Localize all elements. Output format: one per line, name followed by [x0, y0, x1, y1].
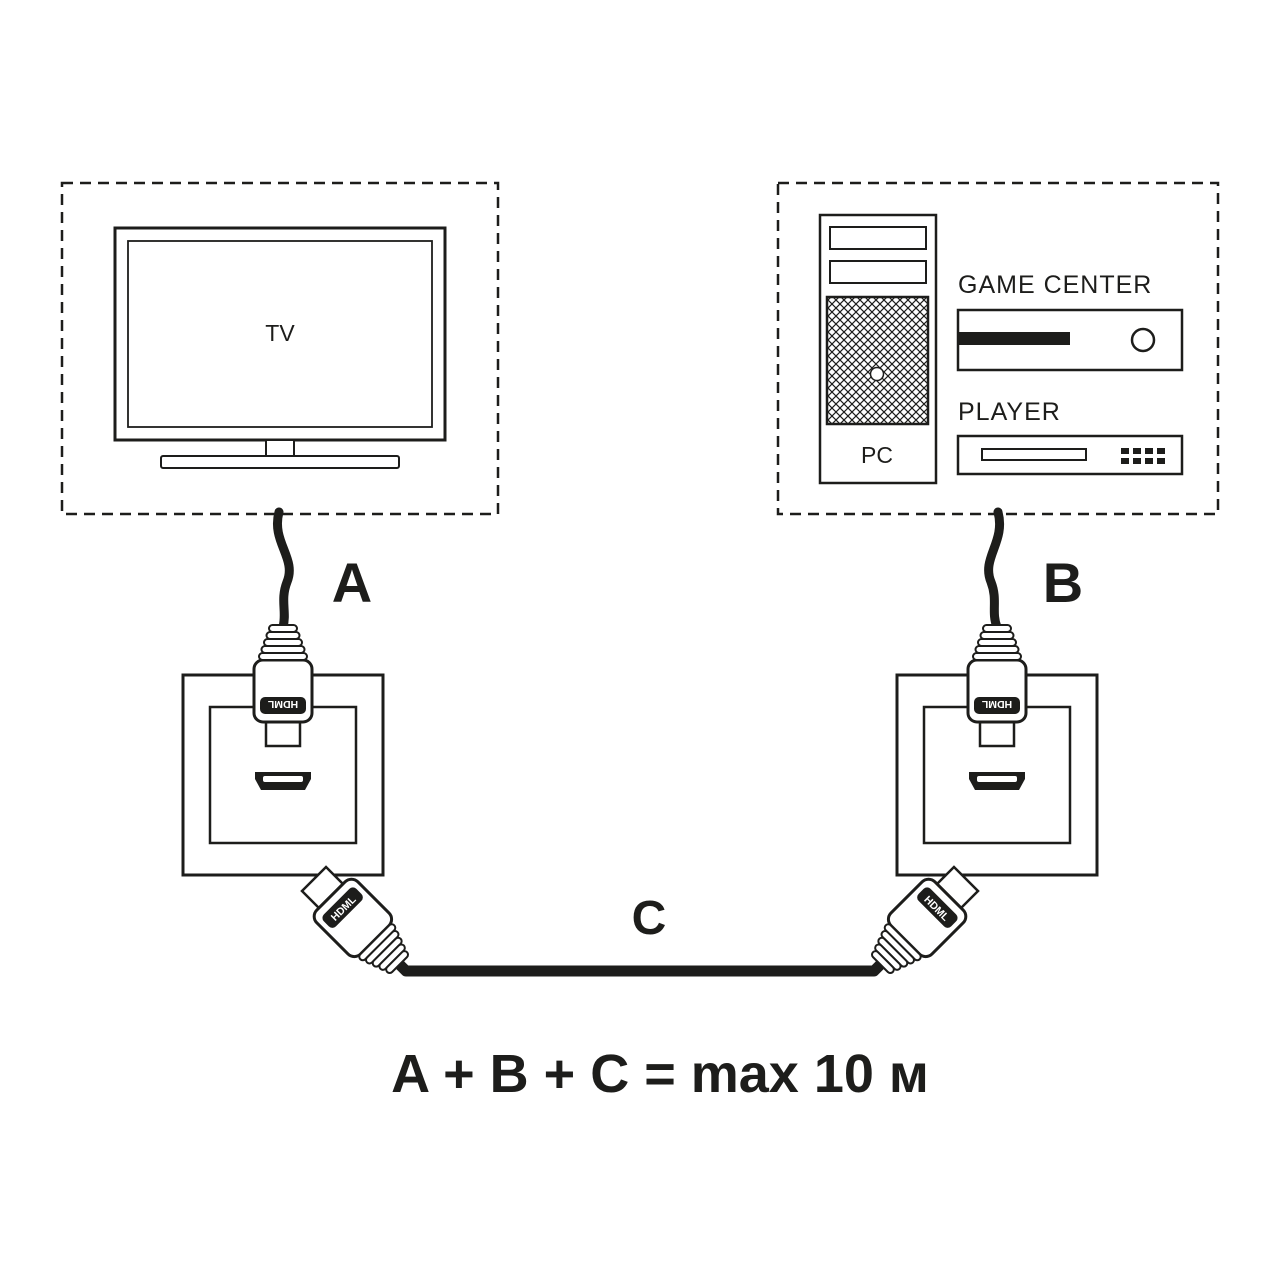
pc-label: PC: [861, 442, 893, 468]
tv-screen: [127, 240, 433, 428]
player-vent-dot: [1133, 448, 1141, 454]
pc-grille: [825, 295, 930, 426]
wall-plate-right-hdmi-port: [969, 772, 1025, 790]
player-label: PLAYER: [958, 398, 1061, 426]
tv-dashed-box: [60, 181, 500, 516]
player: PLAYER: [956, 398, 1184, 476]
wall-plate-left-hdmi-port: [255, 772, 311, 790]
player-vent-dot: [1157, 448, 1165, 454]
cable-c-label: C: [632, 892, 667, 945]
cable-b: [984, 507, 1004, 632]
pc-power-button: [869, 366, 885, 382]
length-formula: A + B + C = max 10 м: [391, 1044, 929, 1104]
cable-a: [273, 507, 294, 632]
tv-label: TV: [265, 320, 295, 346]
pc-drive-bay: [829, 260, 927, 284]
tv-stand-base: [160, 455, 400, 469]
player-vent-dot: [1121, 458, 1129, 464]
game-center-label: GAME CENTER: [958, 271, 1152, 299]
pc-tower: PC: [818, 213, 938, 485]
player-vent-dot: [1145, 448, 1153, 454]
pc-drive-bay: [829, 226, 927, 250]
cable-b-label: B: [1043, 551, 1083, 614]
game-center: GAME CENTER: [956, 271, 1184, 372]
game-center-slot-bar: [958, 332, 1070, 345]
tv-stand-neck: [265, 439, 295, 457]
player-vent-grid: [1121, 448, 1165, 464]
player-vent-dot: [1133, 458, 1141, 464]
player-vent-dot: [1145, 458, 1153, 464]
player-disc-slot: [981, 448, 1087, 461]
devices-group: PC GAME CENTER PLAYER: [776, 181, 1220, 516]
cable-c: [392, 957, 888, 977]
game-center-power-button: [1130, 327, 1156, 353]
tv-group: TV: [60, 181, 500, 516]
player-vent-dot: [1121, 448, 1129, 454]
player-vent-dot: [1157, 458, 1165, 464]
cable-a-label: A: [332, 551, 372, 614]
